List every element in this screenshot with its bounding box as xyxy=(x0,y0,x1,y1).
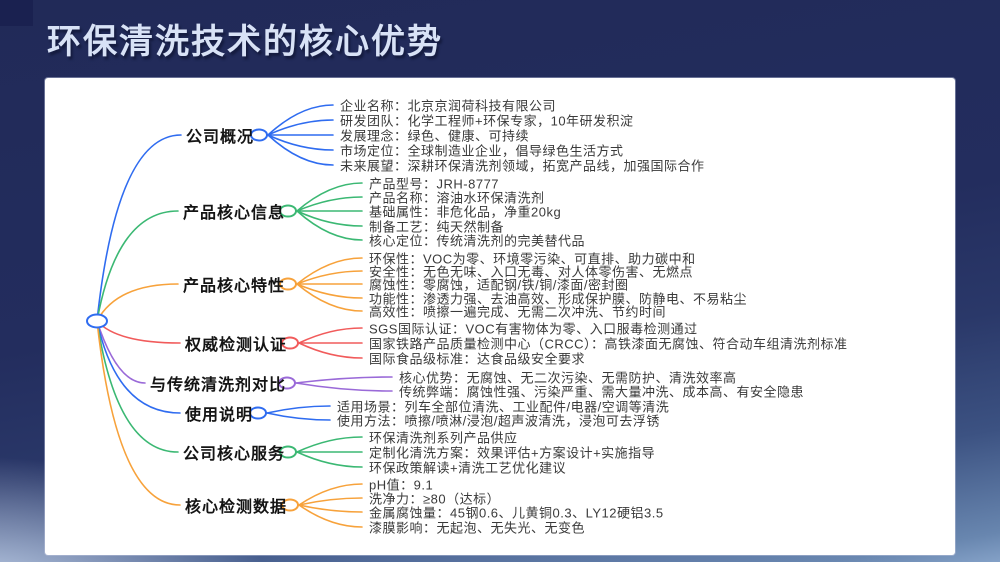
content-panel xyxy=(45,78,955,555)
slide-title: 环保清洗技术的核心优势 xyxy=(47,23,443,61)
mindmap-item: 环保政策解读+清洗工艺优化建议 xyxy=(369,460,567,476)
mindmap-item: 环保清洗剂系列产品供应 xyxy=(369,430,518,446)
mindmap-item: 发展理念：绿色、健康、可持续 xyxy=(340,128,530,144)
mindmap-item: 产品型号：JRH-8777 xyxy=(369,176,500,192)
mindmap-item: 制备工艺：纯天然制备 xyxy=(369,219,505,235)
mindmap-item: 适用场景：列车全部位清洗、工业配件/电器/空调等清洗 xyxy=(337,399,670,415)
mindmap-item: pH值：9.1 xyxy=(369,477,434,493)
mindmap-item: 功能性：渗透力强、去油高效、形成保护膜、防静电、不易粘尘 xyxy=(369,291,748,307)
mindmap-item: 市场定位：全球制造业企业，倡导绿色生活方式 xyxy=(340,143,624,159)
branch-label: 公司核心服务 xyxy=(183,446,286,463)
mindmap-item: 腐蚀性：零腐蚀，适配钢/铁/铜/漆面/密封圈 xyxy=(369,277,629,293)
branch-label: 权威检测认证 xyxy=(185,337,288,354)
mindmap-item: 定制化清洗方案：效果评估+方案设计+实施指导 xyxy=(369,445,656,461)
branch-label: 产品核心特性 xyxy=(183,278,286,295)
mindmap-item: 国际食品级标准：达食品级安全要求 xyxy=(369,351,586,367)
mindmap-item: 金属腐蚀量：45钢0.6、儿黄铜0.3、LY12硬铝3.5 xyxy=(369,505,664,521)
mindmap-item: 核心优势：无腐蚀、无二次污染、无需防护、清洗效率高 xyxy=(399,370,737,386)
mindmap-item: 核心定位：传统清洗剂的完美替代品 xyxy=(369,233,586,249)
corner-accent xyxy=(0,0,33,26)
mindmap-item: 研发团队：化学工程师+环保专家，10年研发积淀 xyxy=(340,113,634,129)
branch-label: 与传统清洗剂对比 xyxy=(150,377,287,394)
branch-label: 使用说明 xyxy=(185,407,254,424)
mindmap-item: 安全性：无色无味、入口无毒、对人体零伤害、无燃点 xyxy=(369,264,694,280)
mindmap-item: 基础属性：非危化品，净重20kg xyxy=(369,204,562,220)
mindmap-item: 高效性：喷擦一遍完成、无需二次冲洗、节约时间 xyxy=(369,304,667,320)
mindmap-item: 洗净力：≥80（达标） xyxy=(369,491,501,507)
mindmap-item: 国家铁路产品质量检测中心（CRCC）：高铁漆面无腐蚀、符合动车组清洗剂标准 xyxy=(369,336,848,352)
mindmap-item: 传统弊端：腐蚀性强、污染严重、需大量冲洗、成本高、有安全隐患 xyxy=(399,384,805,400)
mindmap-item: 产品名称：溶油水环保清洗剂 xyxy=(369,190,545,206)
mindmap-item: 环保性：VOC为零、环境零污染、可直排、助力碳中和 xyxy=(369,251,696,267)
mindmap-item: 未来展望：深耕环保清洗剂领域，拓宽产品线，加强国际合作 xyxy=(340,158,705,174)
branch-label: 核心检测数据 xyxy=(185,499,288,516)
mindmap-item: 使用方法：喷擦/喷淋/浸泡/超声波清洗，浸泡可去浮锈 xyxy=(337,413,660,429)
mindmap-item: 漆膜影响：无起泡、无失光、无变色 xyxy=(369,520,586,536)
mindmap-item: 企业名称：北京京润荷科技有限公司 xyxy=(340,98,557,114)
branch-label: 产品核心信息 xyxy=(183,205,286,222)
branch-label: 公司概况 xyxy=(186,129,255,146)
mindmap-item: SGS国际认证：VOC有害物体为零、入口服毒检测通过 xyxy=(369,321,698,337)
